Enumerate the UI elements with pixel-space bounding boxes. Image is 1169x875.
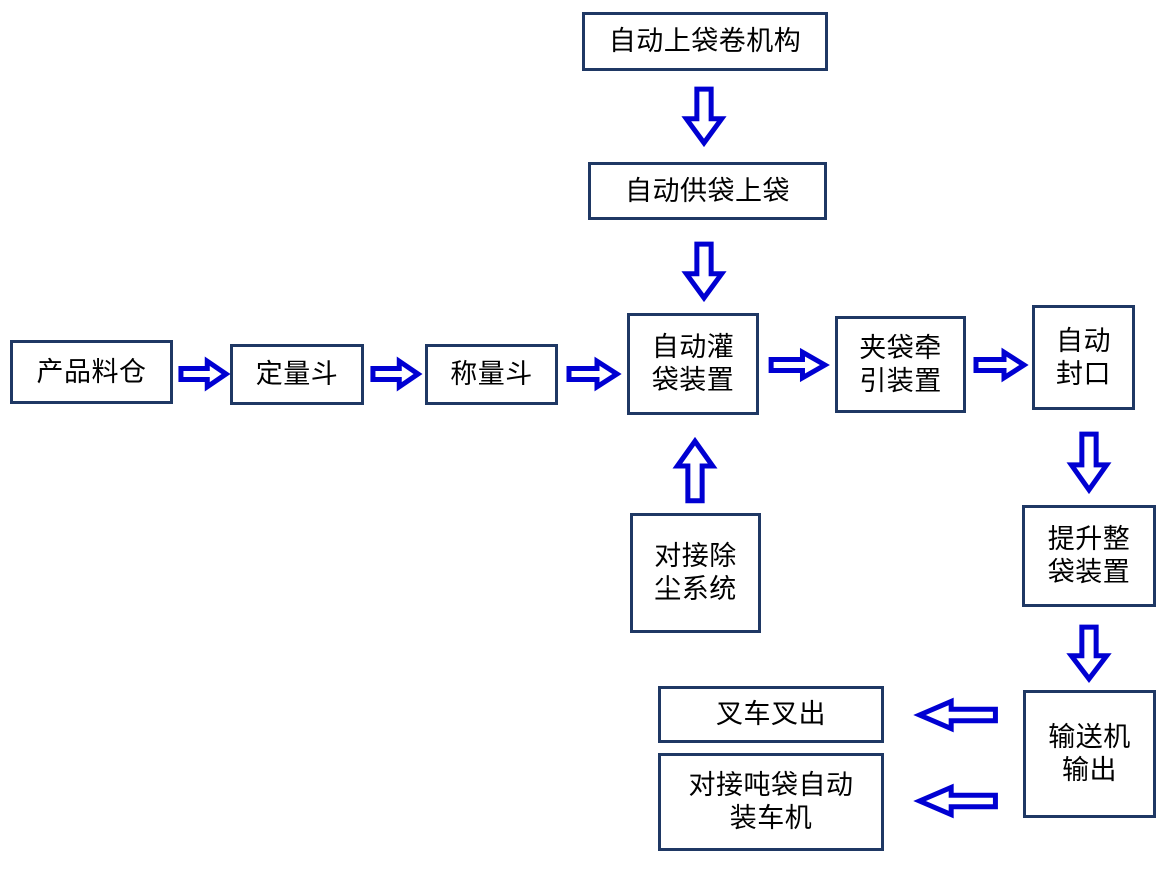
arrow-glyph-icon [1071, 434, 1106, 490]
node-conveyor_output[interactable]: 输送机 输出 [1023, 690, 1156, 818]
arrow-lift_shape_bag-to-conveyor_output [1068, 626, 1110, 680]
node-clamp_pull[interactable]: 夹袋牵 引装置 [835, 316, 966, 413]
arrow-glyph-icon [569, 361, 617, 387]
node-forklift_out[interactable]: 叉车叉出 [658, 686, 884, 743]
arrow-weighing_hopper-to-auto_filling [568, 358, 618, 390]
node-label: 夹袋牵 引装置 [859, 332, 942, 396]
node-label: 对接吨袋自动 装车机 [688, 770, 854, 833]
arrow-auto_bag_roll-to-auto_feed_bag [683, 88, 725, 144]
arrow-glyph-icon [976, 352, 1024, 378]
arrow-auto_filling-to-clamp_pull [770, 349, 826, 381]
arrow-glyph-icon [181, 361, 226, 387]
node-auto_bag_roll[interactable]: 自动上袋卷机构 [582, 12, 828, 71]
node-label: 提升整 袋装置 [1047, 524, 1131, 587]
arrow-glyph-icon [771, 352, 825, 378]
node-label: 输送机 输出 [1048, 722, 1131, 785]
node-label: 产品料仓 [36, 356, 147, 387]
arrow-clamp_pull-to-auto_seal [975, 349, 1025, 381]
arrow-auto_seal-to-lift_shape_bag [1068, 433, 1110, 491]
node-label: 对接除 尘系统 [654, 541, 737, 604]
node-dosing_hopper[interactable]: 定量斗 [230, 344, 364, 405]
node-label: 自动上袋卷机构 [608, 26, 802, 57]
node-auto_feed_bag[interactable]: 自动供袋上袋 [588, 162, 827, 220]
arrow-product_silo-to-dosing_hopper [180, 358, 227, 390]
arrow-dosing_hopper-to-weighing_hopper [372, 358, 419, 390]
arrow-glyph-icon [677, 441, 712, 501]
arrow-conveyor_output-to-ton_bag_loader [918, 784, 997, 818]
node-label: 自动灌 袋装置 [651, 332, 735, 395]
node-label: 称量斗 [450, 359, 533, 390]
arrow-glyph-icon [920, 787, 996, 814]
node-auto_seal[interactable]: 自动 封口 [1032, 305, 1135, 410]
node-label: 自动供袋上袋 [625, 175, 790, 206]
node-dust_removal[interactable]: 对接除 尘系统 [630, 513, 761, 633]
arrow-glyph-icon [686, 244, 721, 298]
arrow-glyph-icon [373, 361, 418, 387]
node-lift_shape_bag[interactable]: 提升整 袋装置 [1022, 505, 1156, 607]
arrow-glyph-icon [686, 89, 721, 143]
node-weighing_hopper[interactable]: 称量斗 [425, 344, 558, 405]
node-ton_bag_loader[interactable]: 对接吨袋自动 装车机 [658, 753, 884, 851]
node-product_silo[interactable]: 产品料仓 [10, 340, 173, 404]
arrow-glyph-icon [1071, 627, 1106, 679]
arrow-conveyor_output-to-forklift_out [918, 698, 997, 732]
arrow-glyph-icon [920, 701, 996, 728]
node-auto_filling[interactable]: 自动灌 袋装置 [627, 313, 759, 415]
arrow-auto_feed_bag-to-auto_filling [683, 243, 725, 299]
arrow-dust_removal-to-auto_filling [674, 440, 716, 502]
node-label: 自动 封口 [1056, 325, 1111, 389]
node-label: 定量斗 [255, 359, 339, 390]
node-label: 叉车叉出 [716, 699, 826, 730]
